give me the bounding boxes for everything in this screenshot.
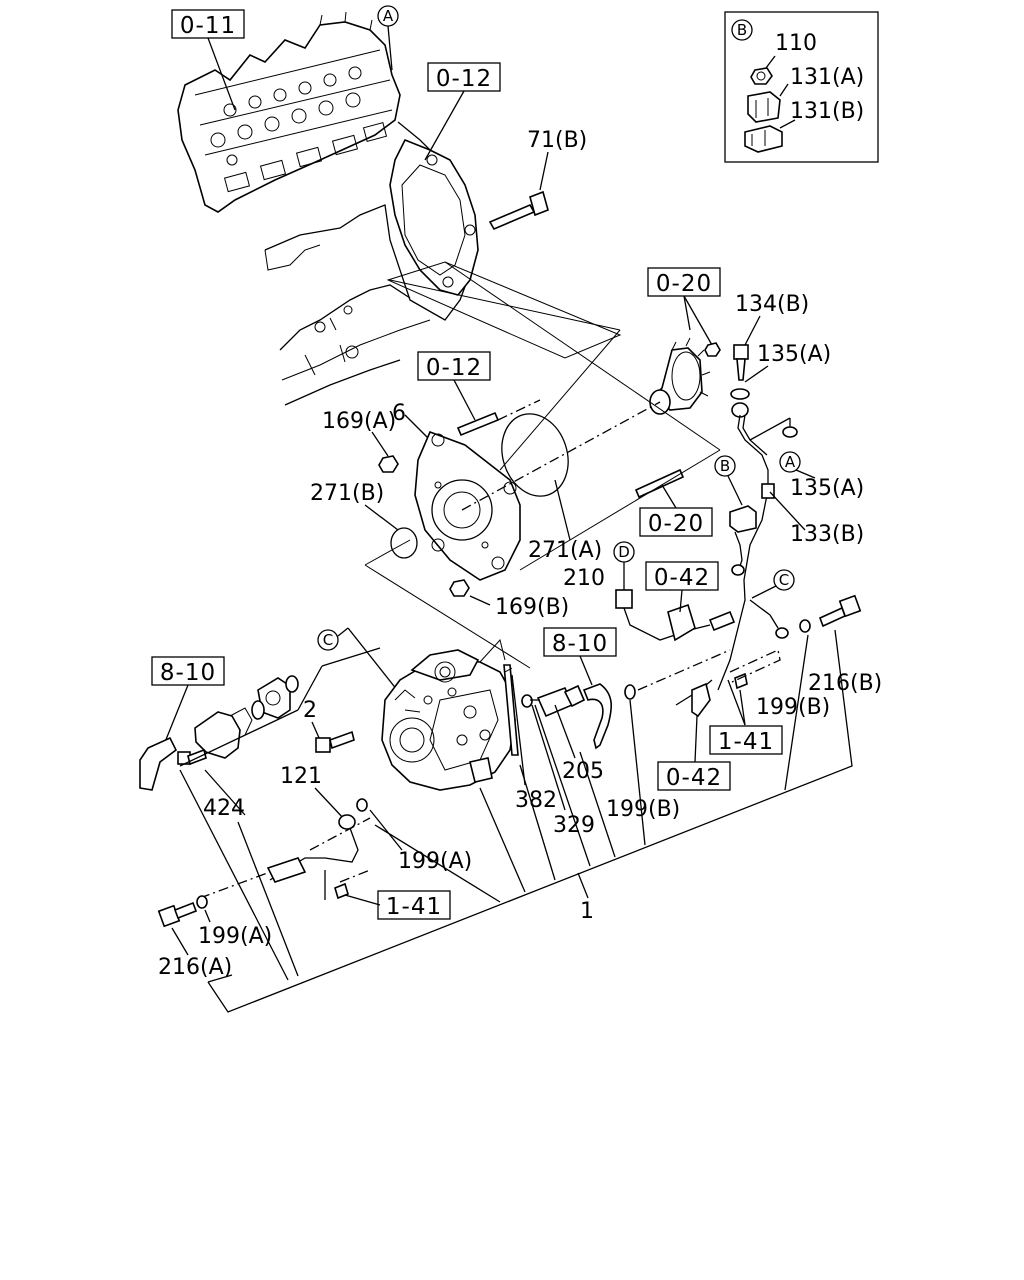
label-199b-mid[interactable]: 199(B) (606, 797, 680, 822)
washer-199b-right-part (799, 619, 811, 633)
label-199a-lower[interactable]: 199(A) (198, 924, 272, 949)
svg-text:0-12: 0-12 (436, 66, 492, 92)
pipe-bracket-1-41-part (691, 649, 781, 718)
label-110[interactable]: 110 (775, 31, 817, 56)
ref-0-42-upper[interactable]: 0-42 (645, 561, 719, 591)
svg-text:0-42: 0-42 (666, 765, 722, 791)
overflow-valve-part (536, 683, 612, 750)
svg-text:1-41: 1-41 (718, 729, 774, 755)
svg-text:B: B (737, 21, 747, 39)
label-424[interactable]: 424 (203, 796, 245, 821)
stud-upper-part (456, 411, 500, 437)
label-382[interactable]: 382 (515, 788, 557, 813)
washer-199a-lower-part (196, 895, 208, 909)
label-271b[interactable]: 271(B) (310, 481, 384, 506)
ref-0-12-mid[interactable]: 0-12 (417, 351, 491, 381)
svg-text:C: C (323, 631, 333, 649)
ref-0-20-top[interactable]: 0-20 (647, 267, 721, 297)
ref-0-42-lower[interactable]: 0-42 (657, 761, 731, 791)
label-169b[interactable]: 169(B) (495, 595, 569, 620)
svg-text:8-10: 8-10 (160, 660, 216, 686)
pin-382-part (503, 664, 519, 756)
engine-block-drawing (177, 11, 622, 406)
svg-text:C: C (779, 571, 789, 589)
pipe-121-part (266, 814, 359, 883)
label-134b[interactable]: 134(B) (735, 292, 809, 317)
svg-text:1-41: 1-41 (386, 894, 442, 920)
label-71b[interactable]: 71(B) (527, 128, 587, 153)
oring-271b-part (390, 527, 418, 559)
label-210[interactable]: 210 (563, 566, 605, 591)
injection-pump-part (381, 638, 516, 791)
washer-199b-mid-part (624, 684, 636, 700)
ref-0-12-top[interactable]: 0-12 (427, 62, 501, 92)
label-121[interactable]: 121 (280, 764, 322, 789)
svg-text:8-10: 8-10 (552, 631, 608, 657)
label-2[interactable]: 2 (303, 698, 317, 723)
pipe-133b-part (717, 414, 769, 691)
bolt-216b-part (818, 594, 862, 628)
svg-text:0-20: 0-20 (648, 511, 704, 537)
eye-fitting-part (731, 402, 749, 418)
svg-text:0-20: 0-20 (656, 271, 712, 297)
label-329[interactable]: 329 (553, 813, 595, 838)
svg-text:B: B (720, 457, 730, 475)
ref-1-41-right[interactable]: 1-41 (709, 725, 783, 755)
bolt-134b-part (733, 344, 749, 381)
callout-c-pump[interactable]: C (317, 629, 339, 651)
label-6[interactable]: 6 (392, 401, 406, 426)
label-135a-top[interactable]: 135(A) (757, 342, 831, 367)
sensor-424-part (139, 707, 253, 791)
ref-1-41-lower[interactable]: 1-41 (377, 890, 451, 920)
ref-0-20-mid[interactable]: 0-20 (639, 507, 713, 537)
washer-135a-top-part (730, 388, 750, 400)
label-169a[interactable]: 169(A) (322, 409, 396, 434)
assembly-bracket-1 (179, 629, 853, 1013)
ref-8-10-mid[interactable]: 8-10 (543, 627, 617, 657)
bolt-71b-part (488, 190, 549, 231)
label-199b-right[interactable]: 199(B) (756, 695, 830, 720)
label-133b[interactable]: 133(B) (790, 522, 864, 547)
label-271a[interactable]: 271(A) (528, 538, 602, 563)
svg-text:0-12: 0-12 (426, 355, 482, 381)
ref-8-10-left[interactable]: 8-10 (151, 656, 225, 686)
clip-131a-part (747, 91, 781, 123)
callout-c-right[interactable]: C (773, 569, 795, 591)
nut-110-part (750, 67, 773, 85)
svg-text:0-42: 0-42 (654, 565, 710, 591)
svg-text:0-11: 0-11 (180, 13, 236, 39)
stud-lower-part (634, 468, 685, 499)
pipe-clip-b-part (729, 505, 757, 576)
callout-b-mid[interactable]: B (714, 455, 736, 477)
pump-flange-plate (414, 430, 521, 581)
callout-d[interactable]: D (613, 541, 635, 563)
svg-text:A: A (383, 7, 394, 25)
bolt-216a-part (157, 901, 198, 928)
clip-131b-part (744, 125, 783, 153)
label-216b[interactable]: 216(B) (808, 671, 882, 696)
callout-a-top[interactable]: A (377, 5, 399, 27)
label-216a[interactable]: 216(A) (158, 955, 232, 980)
svg-text:A: A (785, 453, 796, 471)
label-1[interactable]: 1 (580, 899, 594, 924)
nut-169b-part (449, 579, 470, 597)
washer-329-part (521, 694, 533, 708)
callout-b-inset[interactable]: B (731, 19, 753, 41)
callout-a-mid[interactable]: A (779, 451, 801, 473)
nut-169a-part (378, 455, 399, 473)
label-205[interactable]: 205 (562, 759, 604, 784)
pipe-210-part (615, 589, 736, 642)
label-131a[interactable]: 131(A) (790, 65, 864, 90)
washer-199a-upper-part (356, 798, 368, 812)
label-135a[interactable]: 135(A) (790, 476, 864, 501)
gear-nut-part (704, 342, 721, 357)
bolt-2-part (315, 730, 355, 753)
svg-text:D: D (618, 543, 630, 561)
inset-box-b: B 110 131(A) 131(B) (724, 11, 879, 163)
label-131b[interactable]: 131(B) (790, 99, 864, 124)
ref-0-11[interactable]: 0-11 (171, 9, 245, 39)
